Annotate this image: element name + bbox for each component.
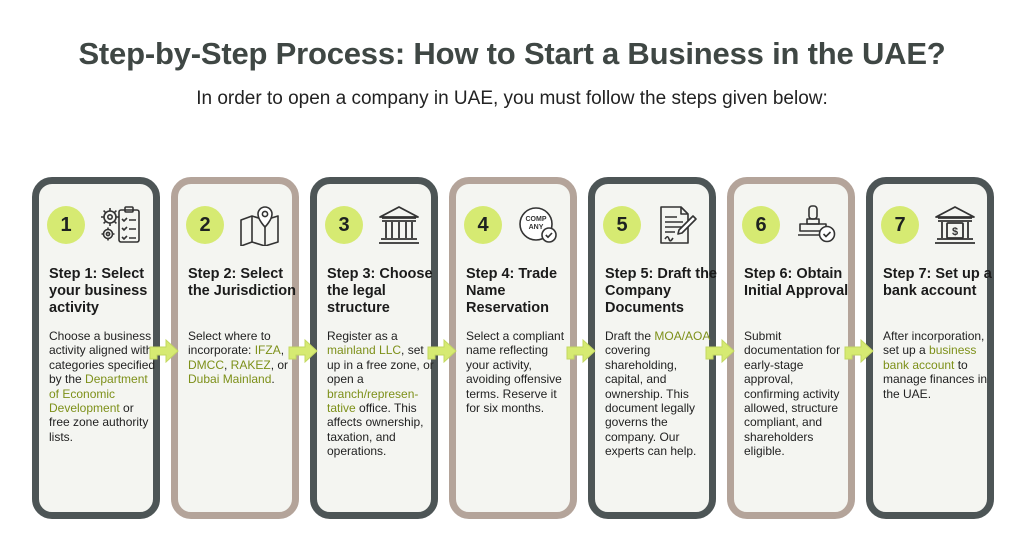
description-text: Register as a [327, 329, 398, 343]
step-heading: Step 4: Trade Name Reservation [466, 266, 558, 316]
description-text: , [224, 357, 231, 372]
step-number-badge: 2 [186, 206, 224, 244]
step-number-badge: 5 [603, 206, 641, 244]
highlight-term: Department of Economic Development [49, 372, 148, 416]
connector-arrow [844, 338, 874, 363]
description-text: Choose a business activity aligned with … [49, 329, 156, 387]
step-card-4: 4 COMP ANY Step 4: Trade Name Reservatio… [449, 177, 577, 519]
map-pin-icon [240, 206, 279, 246]
highlight-term: Dubai Mainland [188, 372, 272, 387]
company-stamp-text-2: ANY [529, 224, 544, 231]
description-text: Select a compliant name reflecting your … [466, 329, 565, 416]
connector-arrow [149, 338, 179, 363]
description-text: Submit documentation for early-stage app… [744, 329, 841, 459]
step-heading: Step 7: Set up a bank account [883, 266, 992, 299]
connector-arrow [566, 338, 596, 363]
highlight-term: branch/represen-tative [327, 386, 419, 416]
connector-arrow [705, 338, 735, 363]
step-description: Select a compliant name reflecting your … [466, 329, 574, 415]
connector-arrow [427, 338, 457, 363]
government-building-icon [379, 206, 419, 244]
step-description: Draft the MOA/AOA covering shareholding,… [605, 329, 713, 459]
description-text: office. This affects ownership, taxation… [327, 401, 424, 459]
step-description: Select where to incorporate: IFZA, DMCC,… [188, 329, 296, 387]
description-text: to manage finances in the UAE. [883, 357, 988, 401]
bank-dollar-icon: $ [935, 206, 975, 244]
description-text: , or [270, 357, 289, 372]
step-card-3: 3 Step 3: Choose the legal structure Reg… [310, 177, 438, 519]
description-text: . [271, 372, 275, 387]
step-number-badge: 1 [47, 206, 85, 244]
description-text: Draft the [605, 329, 655, 343]
gear-checklist-icon [101, 206, 140, 243]
step-number-badge: 7 [881, 206, 919, 244]
description-text: After incorporation, set up a [883, 329, 985, 358]
company-stamp-icon: COMP ANY [519, 207, 557, 243]
page-subtitle: In order to open a company in UAE, you m… [196, 88, 828, 109]
approval-stamp-icon [798, 205, 836, 243]
page-title: Step-by-Step Process: How to Start a Bus… [78, 36, 946, 71]
step-card-5: 5 Step 5: Draft the Company Documents Dr… [588, 177, 717, 519]
step-card-1: 1 Step 1: Select your business activity … [32, 177, 160, 519]
step-description: Submit documentation for early-stage app… [744, 329, 852, 459]
description-text: or free zone authority lists. [49, 401, 149, 444]
step-card-6: 6 Step 6: Obtain Initial Approval Submit… [727, 177, 855, 519]
step-heading: Step 1: Select your business activity [49, 266, 148, 316]
highlight-term: mainland LLC [327, 343, 402, 358]
highlight-term: MOA/AOA [654, 329, 710, 343]
description-text: Select where to incorporate: [188, 329, 271, 358]
connector-arrow [288, 338, 318, 363]
step-description: Register as a mainland LLC, set up in a … [327, 329, 435, 459]
description-text: , set up in a free zone, or open a [327, 343, 434, 387]
description-text: , [280, 343, 285, 358]
document-signature-icon [660, 206, 697, 244]
highlight-term: RAKEZ [230, 357, 271, 372]
step-card-2: 2 Step 2: Select the Jurisdiction Select… [171, 177, 299, 519]
step-number-badge: 4 [464, 206, 502, 244]
highlight-term: IFZA [254, 343, 281, 358]
company-stamp-text-1: COMP [526, 216, 547, 223]
step-heading: Step 3: Choose the legal structure [327, 266, 433, 316]
step-number-badge: 6 [742, 206, 780, 244]
step-description: Choose a business activity aligned with … [49, 329, 157, 444]
step-description: After incorporation, set up a business b… [883, 329, 991, 401]
step-heading: Step 2: Select the Jurisdiction [188, 266, 296, 299]
highlight-term: DMCC [188, 357, 224, 372]
highlight-term: business bank account [883, 343, 977, 372]
description-text: covering shareholding, capital, and owne… [605, 343, 697, 459]
step-card-7: 7 $ Step 7: Set up a bank account After … [866, 177, 994, 519]
step-heading: Step 6: Obtain Initial Approval [744, 266, 849, 299]
step-heading: Step 5: Draft the Company Documents [605, 266, 717, 316]
step-number-badge: 3 [325, 206, 363, 244]
svg-text:$: $ [952, 226, 958, 238]
